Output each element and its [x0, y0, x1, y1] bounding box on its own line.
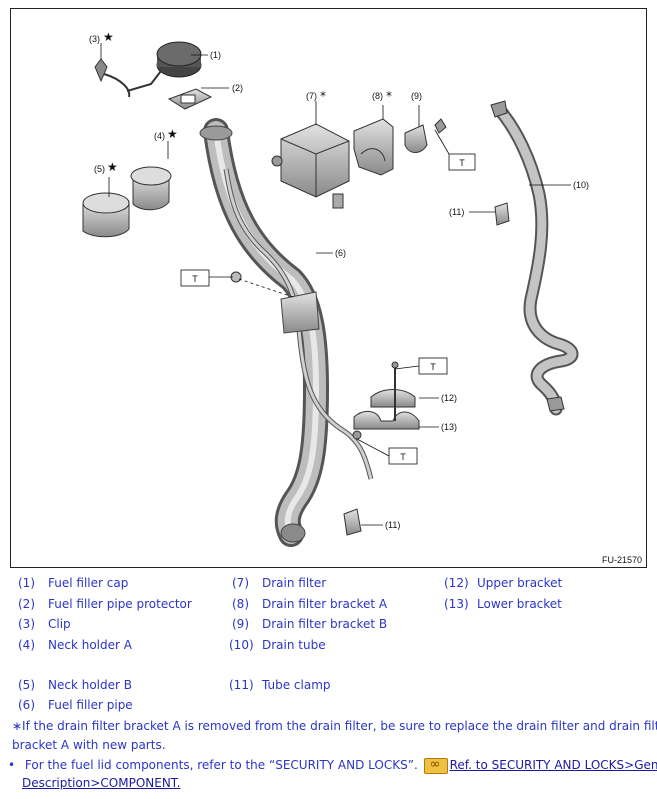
torque-mark-t4: T	[459, 158, 465, 168]
legend-item: (5) Neck holder B	[18, 677, 132, 693]
figure-id: FU-21570	[601, 555, 642, 565]
bullet: •	[8, 758, 16, 772]
callout-7: (7)	[306, 91, 317, 101]
legend-number: (5)	[18, 678, 35, 692]
exploded-parts-diagram: T T T T (1) (2) (3) ★ (4) ★ (5) ★ (6) (7…	[10, 8, 647, 568]
legend-label: Drain filter bracket B	[262, 617, 388, 631]
reference-link-icon[interactable]	[423, 756, 448, 774]
legend-number: (3)	[18, 617, 35, 631]
star-mark-4: ★	[167, 127, 178, 141]
legend-label: Drain tube	[262, 638, 326, 652]
drain-filter	[271, 123, 350, 209]
legend-item: (8) Drain filter bracket A	[232, 596, 387, 612]
fuel-lid-note-text: For the fuel lid components, refer to th…	[24, 758, 418, 772]
callout-9: (9)	[411, 91, 422, 101]
clip-part	[94, 58, 131, 98]
legend-item: (12) Upper bracket	[444, 575, 562, 591]
replacement-note-line2: bracket A with new parts.	[12, 738, 166, 752]
reference-link-continued: Description>COMPONENT.	[22, 774, 181, 792]
tube-clamp-upper	[494, 202, 510, 226]
diagram-drawing: T T T T (1) (2) (3) ★ (4) ★ (5) ★ (6) (7…	[82, 30, 589, 547]
fuel-filler-pipe	[199, 118, 374, 547]
legend-label: Clip	[48, 617, 71, 631]
torque-mark-t1: T	[192, 274, 198, 284]
callout-11-upper: (11)	[449, 207, 464, 217]
legend-number: (8)	[232, 597, 249, 611]
torque-mark-boxes	[180, 153, 476, 465]
legend-number: (1)	[18, 576, 35, 590]
legend-number: (12)	[444, 576, 469, 590]
callout-12: (12)	[441, 393, 457, 403]
replacement-note-line1: ∗If the drain filter bracket A is remove…	[12, 719, 657, 733]
legend-label: Neck holder A	[48, 638, 132, 652]
callout-2: (2)	[232, 83, 243, 93]
asterisk-mark-8: *	[386, 89, 392, 103]
legend-label: Fuel filler cap	[48, 576, 129, 590]
legend-label: Fuel filler pipe protector	[48, 597, 192, 611]
leader-lines	[100, 43, 571, 526]
torque-mark-t2: T	[430, 362, 436, 372]
callout-13: (13)	[441, 422, 457, 432]
drain-filter-bracket-b	[404, 118, 447, 153]
legend-item: (13) Lower bracket	[444, 596, 562, 612]
legend-number: (6)	[18, 698, 35, 712]
legend-item: (9) Drain filter bracket B	[232, 616, 387, 632]
legend-number: (11)	[229, 678, 254, 692]
legend-number: (13)	[444, 597, 469, 611]
callout-10: (10)	[573, 180, 589, 190]
legend-item: (7) Drain filter	[232, 575, 326, 591]
asterisk-mark-7: *	[320, 89, 326, 103]
legend-number: (2)	[18, 597, 35, 611]
tube-clamp-lower	[343, 508, 362, 536]
legend-item: (2) Fuel filler pipe protector	[18, 596, 192, 612]
legend-item: (3) Clip	[18, 616, 71, 632]
legend-label: Neck holder B	[48, 678, 132, 692]
fuel-filler-cap	[126, 41, 202, 92]
legend-label: Fuel filler pipe	[48, 698, 133, 712]
legend-number: (10)	[229, 638, 254, 652]
callout-5: (5)	[94, 164, 105, 174]
legend-label: Tube clamp	[262, 678, 331, 692]
callout-8: (8)	[372, 91, 383, 101]
star-mark-3: ★	[103, 30, 114, 44]
drain-filter-bracket-a	[353, 118, 394, 176]
legend-number: (4)	[18, 638, 35, 652]
reference-link-line2[interactable]: Description>COMPONENT.	[22, 776, 181, 790]
legend-number: (7)	[232, 576, 249, 590]
drain-tube	[490, 100, 579, 416]
legend-item: (11) Tube clamp	[229, 677, 331, 693]
legend-label: Drain filter	[262, 576, 327, 590]
legend-label: Upper bracket	[477, 576, 563, 590]
reference-link[interactable]: Ref. to SECURITY AND LOCKS>General	[449, 758, 657, 772]
callout-6: (6)	[335, 248, 346, 258]
upper-and-lower-bracket	[230, 271, 420, 440]
legend-number: (9)	[232, 617, 249, 631]
legend-label: Lower bracket	[477, 597, 562, 611]
legend-item: (6) Fuel filler pipe	[18, 697, 133, 713]
legend-item: (1) Fuel filler cap	[18, 575, 128, 591]
star-mark-5: ★	[107, 160, 118, 174]
callout-4: (4)	[154, 131, 165, 141]
fuel-filler-pipe-protector	[167, 88, 213, 110]
legend-item: (4) Neck holder A	[18, 637, 132, 653]
legend-item: (10) Drain tube	[229, 637, 326, 653]
callout-3: (3)	[89, 34, 100, 44]
legend-label: Drain filter bracket A	[262, 597, 388, 611]
neck-holder-a	[130, 166, 172, 211]
neck-holder-b	[82, 192, 130, 238]
torque-mark-t3: T	[400, 452, 406, 462]
callout-1: (1)	[210, 50, 221, 60]
fuel-lid-note: • For the fuel lid components, refer to …	[8, 756, 657, 774]
callout-11-lower: (11)	[385, 520, 400, 530]
